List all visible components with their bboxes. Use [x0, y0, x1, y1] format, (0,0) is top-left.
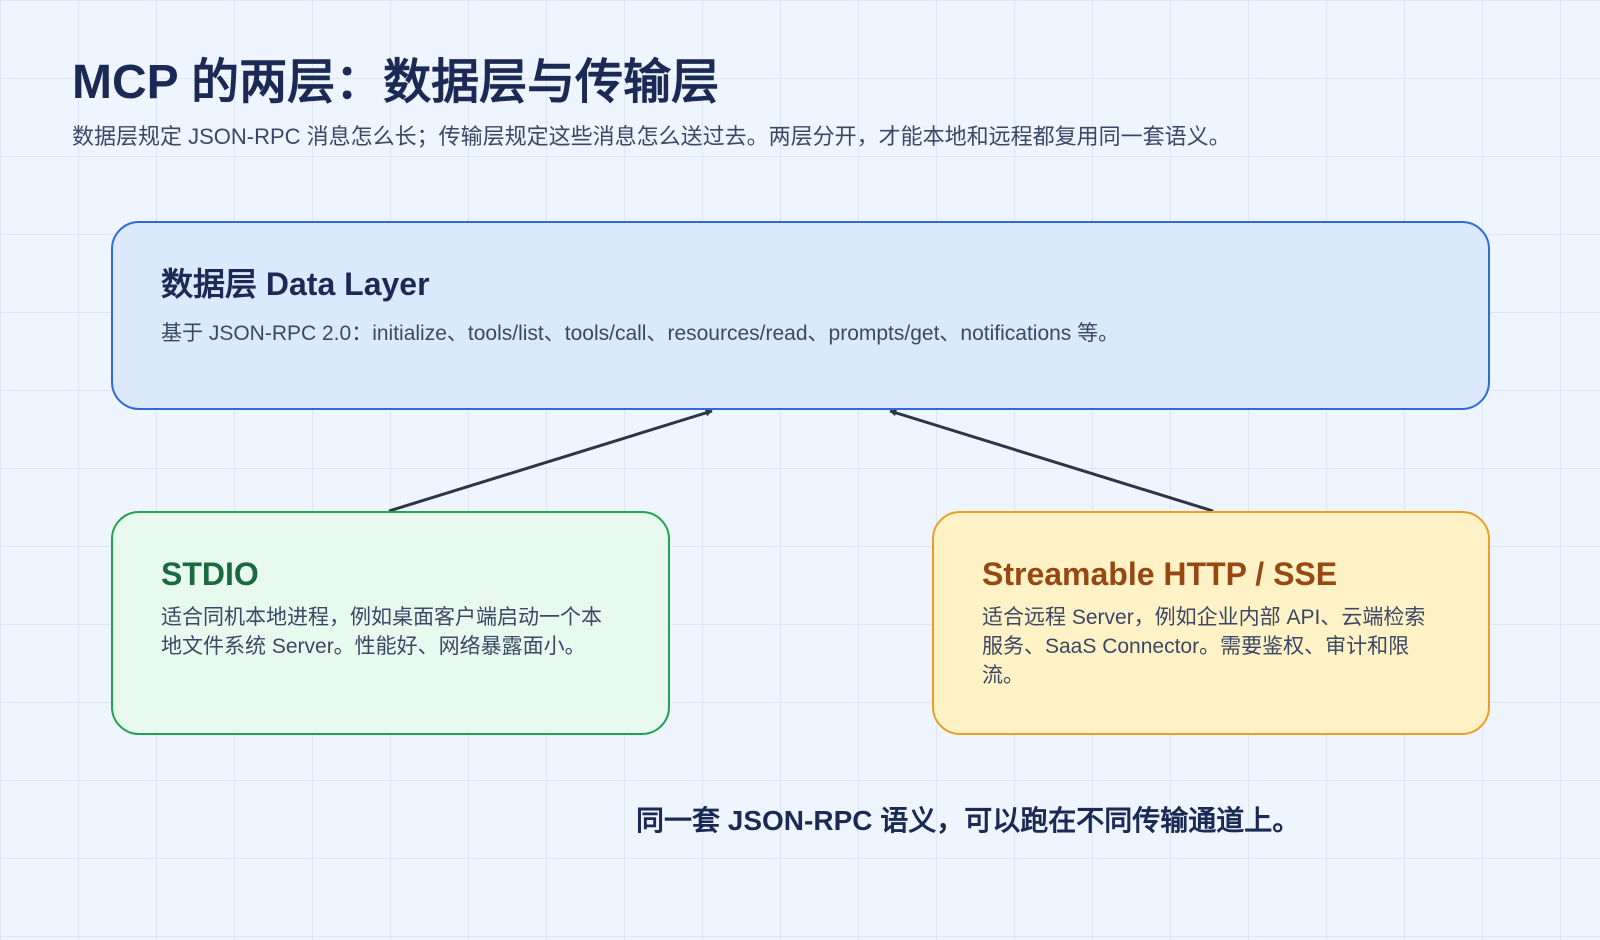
arrow-stdio-to-data-layer [388, 409, 713, 513]
stdio-title: STDIO [161, 556, 259, 592]
page-title: MCP 的两层：数据层与传输层 [72, 56, 720, 109]
data-layer-title: 数据层 Data Layer [161, 266, 430, 302]
http-sse-transport-box: Streamable HTTP / SSE 适合远程 Server，例如企业内部… [932, 511, 1490, 735]
data-layer-box: 数据层 Data Layer 基于 JSON-RPC 2.0：initializ… [111, 221, 1490, 410]
footer-note: 同一套 JSON-RPC 语义，可以跑在不同传输通道上。 [636, 805, 1301, 836]
page-subtitle: 数据层规定 JSON-RPC 消息怎么长；传输层规定这些消息怎么送过去。两层分开… [72, 124, 1231, 149]
http-sse-title: Streamable HTTP / SSE [982, 556, 1338, 592]
stdio-transport-box: STDIO 适合同机本地进程，例如桌面客户端启动一个本地文件系统 Server。… [111, 511, 670, 735]
arrow-http-to-data-layer [889, 409, 1214, 513]
data-layer-description: 基于 JSON-RPC 2.0：initialize、tools/list、to… [161, 322, 1120, 345]
http-sse-description: 适合远程 Server，例如企业内部 API、云端检索服务、SaaS Conne… [982, 606, 1426, 687]
stdio-description: 适合同机本地进程，例如桌面客户端启动一个本地文件系统 Server。性能好、网络… [161, 606, 602, 658]
